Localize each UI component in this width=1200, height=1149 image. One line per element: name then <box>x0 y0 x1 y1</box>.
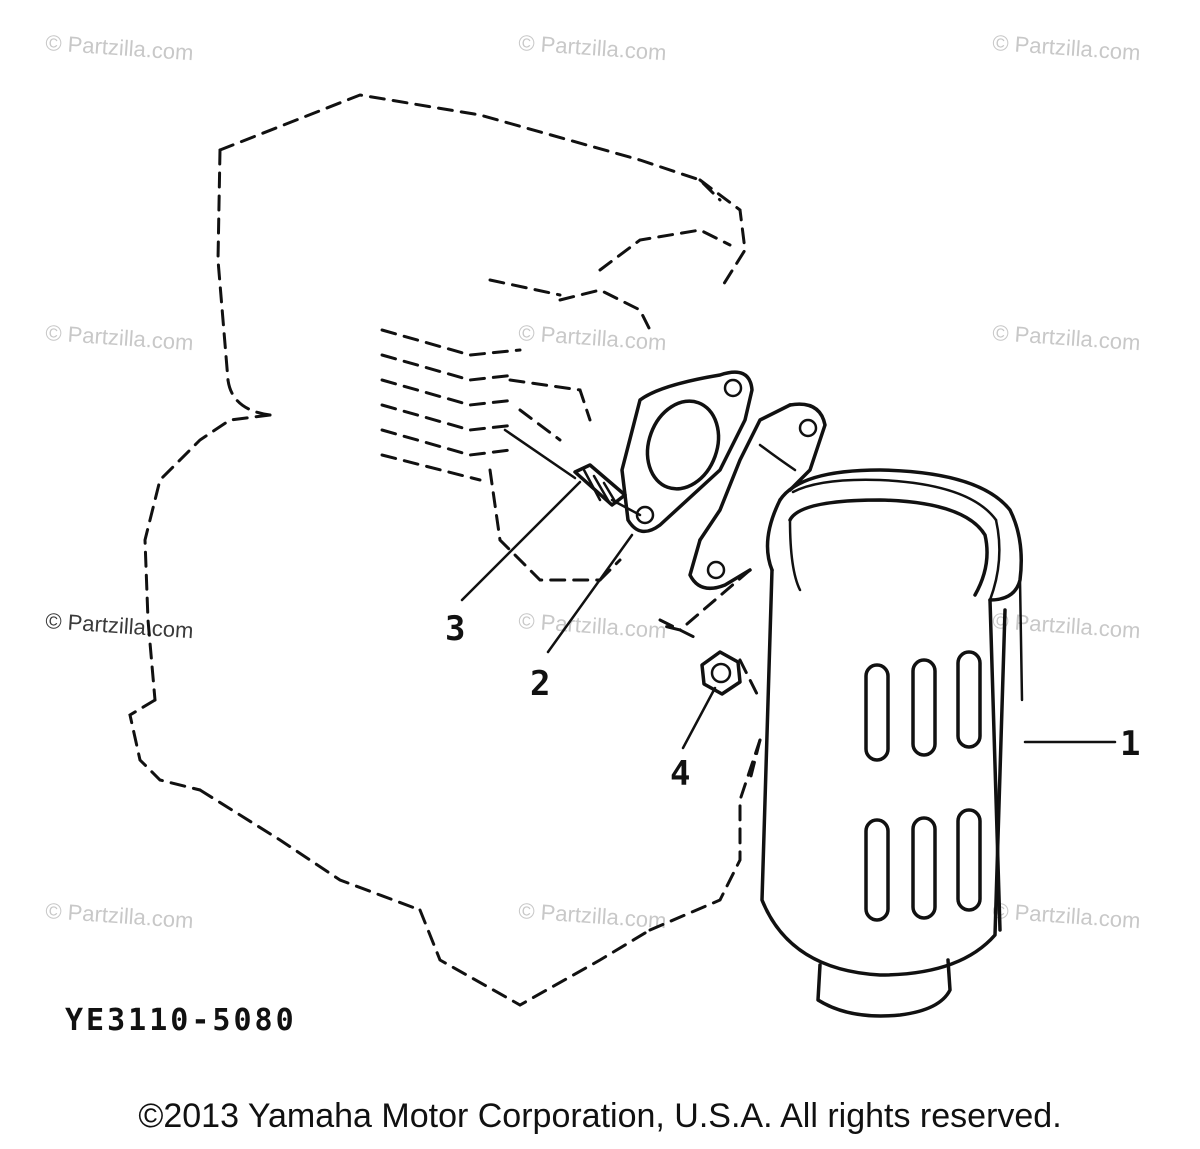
watermark: © Partzilla.com <box>518 898 668 933</box>
leader-line-2 <box>546 533 634 654</box>
watermark: © Partzilla.com <box>992 608 1142 643</box>
watermark-layer: © Partzilla.com © Partzilla.com © Partzi… <box>45 30 1142 933</box>
engine-outline <box>128 93 762 1007</box>
muffler-part-1 <box>760 468 1024 1018</box>
copyright-notice: ©2013 Yamaha Motor Corporation, U.S.A. A… <box>138 1097 1062 1135</box>
bolt-part-3 <box>503 428 642 517</box>
watermark: © Partzilla.com <box>45 320 195 355</box>
leader-line-3 <box>460 480 582 602</box>
callout-3: 3 <box>445 609 465 649</box>
watermark: © Partzilla.com <box>992 898 1142 933</box>
watermark: © Partzilla.com <box>518 30 668 65</box>
callout-1: 1 <box>1120 724 1140 764</box>
leader-lines <box>460 480 1117 750</box>
diagram-code: YE3110-5080 <box>65 1003 297 1038</box>
gasket-part-2 <box>620 370 754 534</box>
watermark: © Partzilla.com <box>45 898 195 933</box>
watermark: © Partzilla.com <box>518 320 668 355</box>
nut-part-4 <box>700 650 742 696</box>
callout-4: 4 <box>670 754 690 794</box>
intake-flange <box>658 402 827 632</box>
watermark: © Partzilla.com <box>992 30 1142 65</box>
leader-line-4 <box>681 686 717 750</box>
watermark: © Partzilla.com <box>992 320 1142 355</box>
watermark: © Partzilla.com <box>45 608 195 643</box>
watermark: © Partzilla.com <box>518 608 668 643</box>
callout-2: 2 <box>530 664 550 704</box>
watermark: © Partzilla.com <box>45 30 195 65</box>
